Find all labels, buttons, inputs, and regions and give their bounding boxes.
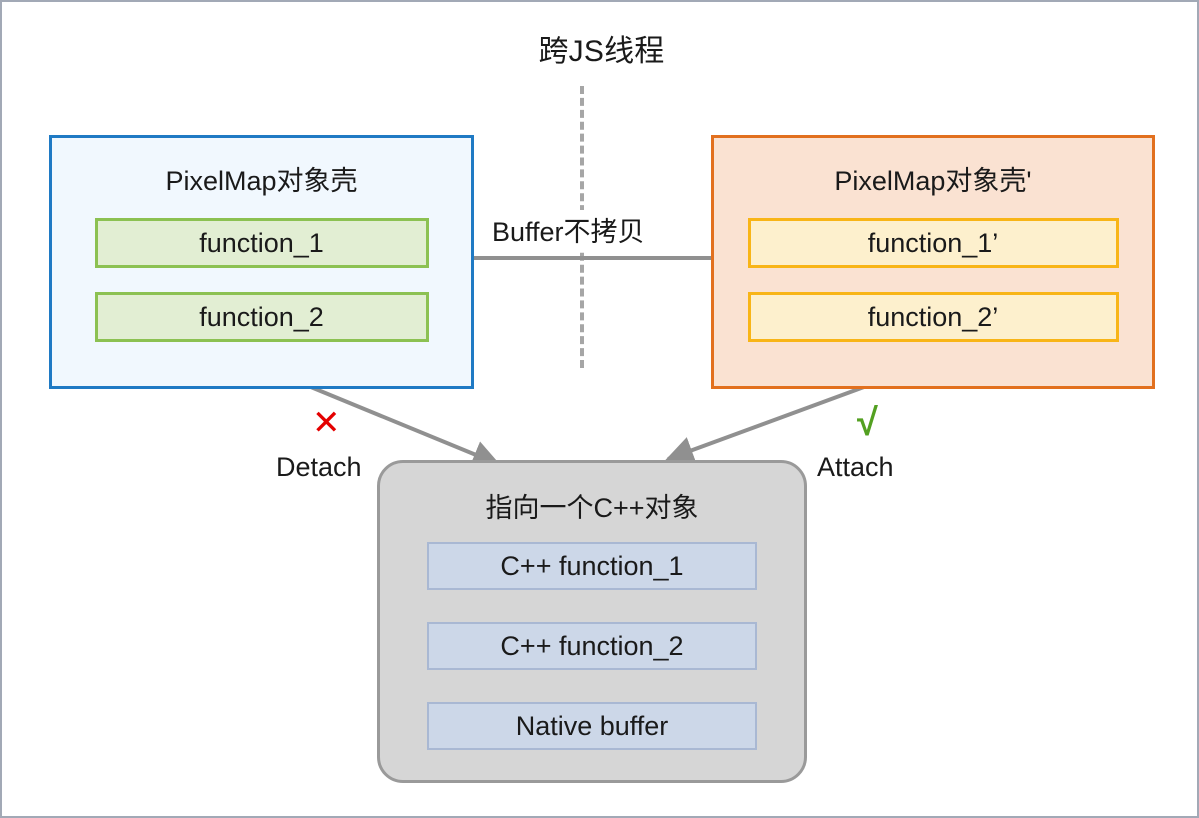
native-cpp-function-1-box[interactable]: C++ function_1 [427,542,757,590]
native-cpp-function-2-box[interactable]: C++ function_2 [427,622,757,670]
native-cpp-object-box[interactable]: 指向一个C++对象 C++ function_1 C++ function_2 … [377,460,807,783]
check-mark-icon: √ [857,402,878,444]
native-cpp-object-title: 指向一个C++对象 [485,493,699,523]
detach-label: Detach [272,452,366,483]
pixelmap-shell-right-title: PixelMap对象壳' [834,166,1032,196]
left-function-2-box[interactable]: function_2 [94,292,429,342]
page-title: 跨JS线程 [538,35,665,68]
native-buffer-box[interactable]: Native buffer [427,702,757,750]
cross-mark-icon: ✕ [312,404,341,442]
pixelmap-shell-left-title: PixelMap对象壳 [165,166,358,196]
buffer-no-copy-label: Buffer不拷贝 [488,210,649,249]
left-function-1-box[interactable]: function_1 [94,218,429,268]
pixelmap-shell-right[interactable]: PixelMap对象壳' function_1’ function_2’ [711,135,1155,389]
pixelmap-shell-left[interactable]: PixelMap对象壳 function_1 function_2 [49,135,474,389]
attach-label: Attach [813,452,898,483]
right-function-1-box[interactable]: function_1’ [747,218,1119,268]
right-function-2-box[interactable]: function_2’ [747,292,1119,342]
